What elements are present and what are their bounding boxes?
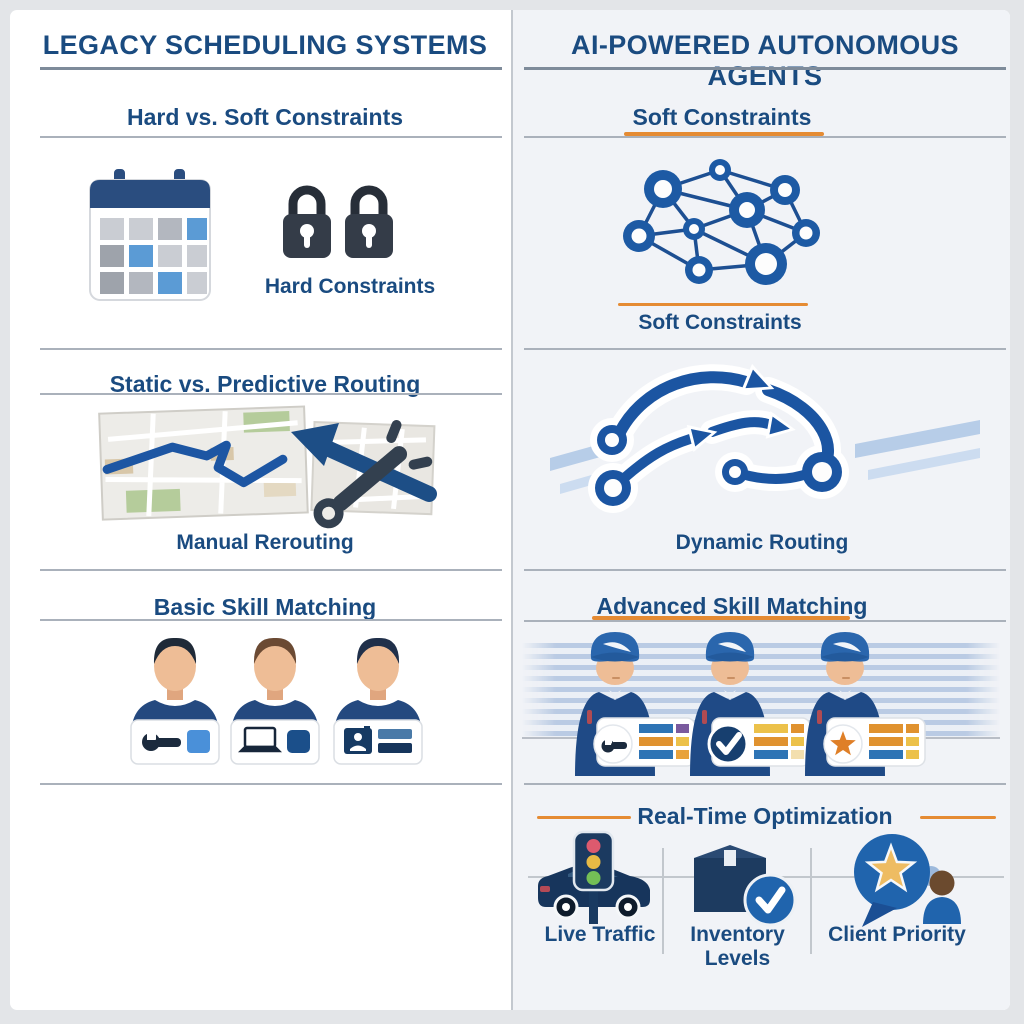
right-section-rule [524,348,1006,350]
wrench-badge-glyph [601,738,627,753]
padlock-icon [283,185,331,258]
left-constraints-title: Hard vs. Soft Constraints [126,104,404,130]
calendar-icon [89,167,211,301]
technician-wrench-skillcard [575,632,696,776]
technician-check-skillcard [690,632,811,776]
right-routing-caption: Dynamic Routing [675,531,849,554]
optimization-item-label: Live Traffic [544,923,656,946]
right-column-header: AI-POWERED AUTONOMOUS AGENTS [571,30,959,92]
column-divider [511,10,513,1010]
route-arrowhead [765,411,796,439]
optimization-item-divider [662,848,664,954]
left-skills-title-rule [40,619,502,621]
left-section-rule [40,348,502,350]
right-constraints-caption: Soft Constraints [638,311,802,334]
left-header-rule [40,67,502,70]
laptop-glyph [237,726,283,753]
left-routing-title: Static vs. Predictive Routing [109,371,421,397]
orange-rule [618,303,808,306]
basic-skill-technicians [130,637,423,765]
speed-swoosh [868,448,980,480]
right-bottom-rule [524,783,1006,785]
optimization-icons [538,830,961,927]
title-dash-right [920,816,996,819]
star-badge-glyph [830,731,856,756]
client-chat-star-icon [854,834,961,927]
left-column-header: LEGACY SCHEDULING SYSTEMS [42,30,488,60]
dynamic-routing-icon [550,363,980,513]
skill-chip-navy [287,730,310,753]
optimization-item-divider [810,848,812,954]
right-section-rule-2 [524,569,1006,571]
technician-badge-card [333,637,423,765]
content-card: LEGACY SCHEDULING SYSTEMS Hard vs. Soft … [10,10,1010,1010]
right-constraints-title: Soft Constraints [632,104,812,130]
padlock-icon [345,185,393,258]
right-skills-title-rule [524,620,1006,622]
hard-constraints-locks-icon [283,185,393,258]
skill-bar-navy [378,743,412,753]
left-routing-title-rule [40,393,502,395]
technician-laptop-card [230,637,320,765]
route-nodes [595,425,842,506]
map-icon [98,405,309,521]
left-skills-title: Basic Skill Matching [153,594,377,620]
route-arrowhead [686,424,718,453]
inventory-box-check-icon [694,845,797,927]
id-badge-glyph [344,726,372,754]
optimization-item-label: Inventory Levels [690,923,785,971]
optimization-title: Real-Time Optimization [637,803,893,829]
manual-rerouting-map-icon [98,405,437,529]
wrench-icon [313,420,433,529]
speed-swoosh [855,420,980,458]
left-constraints-caption: Hard Constraints [264,275,436,298]
route-line [102,440,288,488]
right-constraints-title-rule [524,136,1006,138]
advanced-skill-technicians [575,632,926,776]
left-constraints-title-rule [40,136,502,138]
left-section-rule-2 [40,569,502,571]
left-routing-caption: Manual Rerouting [176,531,354,554]
title-dash-left [537,816,631,819]
technician-wrench-card [130,637,220,765]
optimization-item-label: Client Priority [828,923,966,946]
left-bottom-rule [40,783,502,785]
right-header-rule [524,67,1006,70]
soft-constraints-network-icon [623,159,820,285]
skill-bar-steel [378,729,412,739]
network-nodes [623,159,820,285]
orange-underline [624,132,824,136]
technician-star-skillcard [805,632,926,776]
route-arrowhead [740,363,775,392]
orange-underline [592,616,850,620]
wrench-glyph [142,731,181,751]
skill-chip-blue [187,730,210,753]
right-skills-title: Advanced Skill Matching [596,593,868,619]
traffic-light-car-icon [538,830,650,924]
check-badge-glyph [716,732,742,755]
